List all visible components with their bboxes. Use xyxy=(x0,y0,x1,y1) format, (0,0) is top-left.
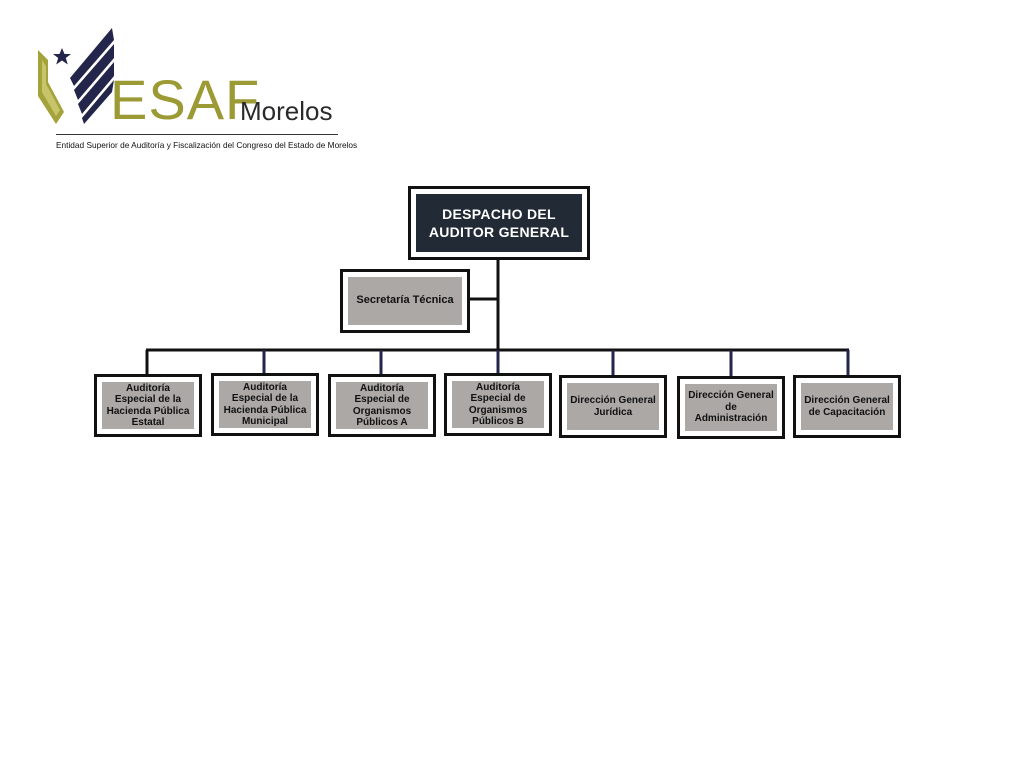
org-head-box: DESPACHO DEL AUDITOR GENERAL xyxy=(408,186,590,260)
org-unit-juridica: Dirección General Jurídica xyxy=(559,375,667,438)
org-unit-label: Dirección General Jurídica xyxy=(567,383,659,430)
org-staff-label: Secretaría Técnica xyxy=(348,277,462,325)
org-unit-hacienda-municipal: Auditoría Especial de la Hacienda Públic… xyxy=(211,373,319,436)
org-unit-label: Auditoría Especial de Organismos Público… xyxy=(336,382,428,429)
org-unit-label: Dirección General de Administración xyxy=(685,384,777,431)
org-unit-label: Auditoría Especial de la Hacienda Públic… xyxy=(219,381,311,428)
org-unit-organismos-a: Auditoría Especial de Organismos Público… xyxy=(328,374,436,437)
org-unit-label: Auditoría Especial de la Hacienda Públic… xyxy=(102,382,194,429)
org-unit-label: Dirección General de Capacitación xyxy=(801,383,893,430)
org-unit-hacienda-estatal: Auditoría Especial de la Hacienda Públic… xyxy=(94,374,202,437)
org-unit-capacitacion: Dirección General de Capacitación xyxy=(793,375,901,438)
esaf-logo: ESAF Morelos Entidad Superior de Auditor… xyxy=(0,0,360,160)
brand-name: ESAF xyxy=(110,68,261,131)
org-unit-administracion: Dirección General de Administración xyxy=(677,376,785,439)
logo-caption: Entidad Superior de Auditoría y Fiscaliz… xyxy=(56,140,358,150)
logo-divider xyxy=(56,134,338,135)
org-unit-label: Auditoría Especial de Organismos Público… xyxy=(452,381,544,428)
org-unit-organismos-b: Auditoría Especial de Organismos Público… xyxy=(444,373,552,436)
brand-subtitle: Morelos xyxy=(240,96,333,126)
org-head-label: DESPACHO DEL AUDITOR GENERAL xyxy=(416,194,582,252)
org-staff-box: Secretaría Técnica xyxy=(340,269,470,333)
wings-star-icon xyxy=(38,28,114,124)
